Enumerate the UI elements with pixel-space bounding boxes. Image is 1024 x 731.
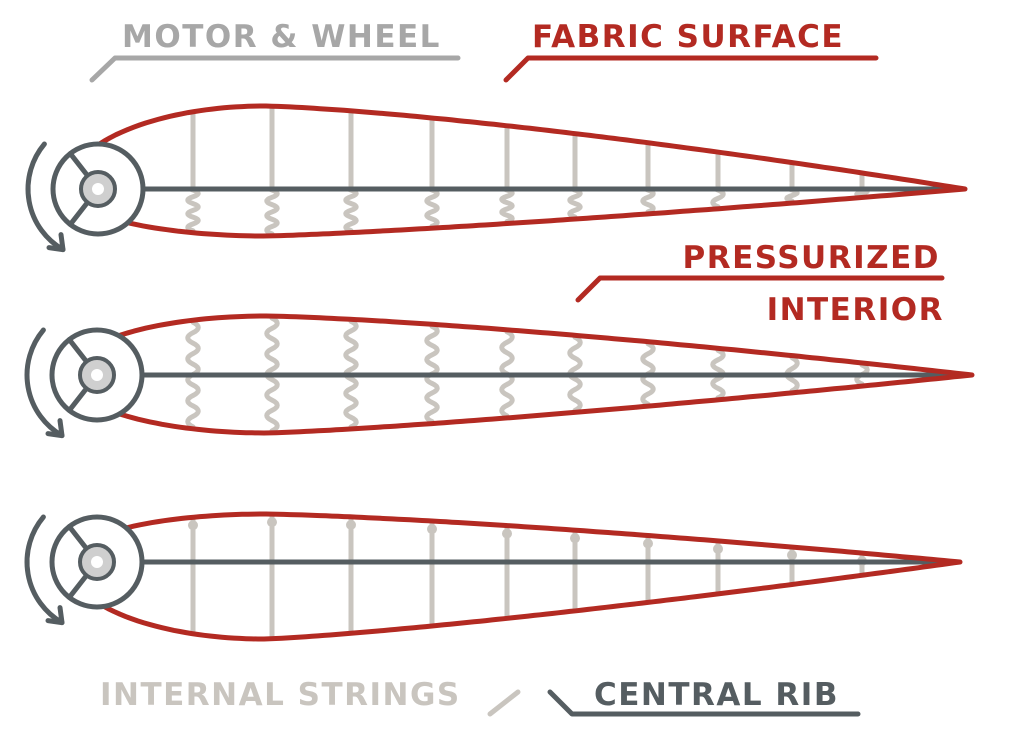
motor-hub-center	[91, 369, 103, 381]
internal-strings-leader	[487, 689, 521, 717]
internal-strings-label: INTERNAL STRINGS	[100, 677, 461, 713]
fabric-surface	[65, 511, 963, 642]
internal-string	[343, 110, 359, 234]
motor-wheel	[49, 514, 145, 610]
airfoil-pressurized	[24, 313, 975, 439]
internal-string	[640, 142, 656, 215]
rotation-arc	[24, 514, 65, 626]
pressurized-label-line2: INTERIOR	[767, 292, 944, 328]
pressurized-label-line1: PRESSURIZED	[683, 240, 941, 276]
rotation-arrowhead	[45, 605, 65, 626]
rotation-arrow-icon	[24, 327, 65, 439]
central-rib-leader	[547, 689, 861, 717]
labels: MOTOR & WHEEL FABRIC SURFACE PRESSURIZED…	[100, 19, 944, 713]
rotation-arrow-icon	[24, 514, 65, 626]
motor-wheel-label: MOTOR & WHEEL	[122, 19, 441, 55]
label-leaders	[89, 55, 945, 717]
airfoil-deflected	[24, 511, 963, 642]
motor-hub-center	[92, 183, 104, 195]
internal-strings	[188, 513, 867, 640]
internal-string	[784, 162, 800, 204]
rotation-arrowhead	[46, 232, 66, 253]
rotation-arc	[25, 141, 66, 253]
fabric-surface	[65, 313, 975, 436]
airfoil-neutral	[25, 103, 968, 253]
internal-string	[185, 111, 201, 234]
motor-wheel-leader	[89, 55, 461, 83]
internal-string	[854, 172, 870, 198]
internal-string	[499, 125, 515, 225]
internal-string	[264, 105, 280, 237]
motor-hub-center	[91, 556, 103, 568]
fabric-surface-leader	[503, 55, 879, 83]
internal-string	[710, 151, 726, 210]
motor-wheel	[49, 327, 145, 423]
internal-string	[424, 117, 440, 229]
rotation-arc	[24, 327, 65, 439]
rotation-arrow-icon	[25, 141, 66, 253]
motor-wheel	[50, 141, 146, 237]
airfoil-group	[24, 103, 975, 642]
pressurized-interior-leader	[575, 275, 945, 303]
rotation-arrowhead	[45, 418, 65, 439]
internal-string	[567, 133, 583, 220]
fabric-surface-label: FABRIC SURFACE	[532, 19, 844, 55]
central-rib-label: CENTRAL RIB	[594, 677, 839, 713]
fabric-surface	[65, 103, 968, 239]
internal-strings	[185, 105, 870, 237]
